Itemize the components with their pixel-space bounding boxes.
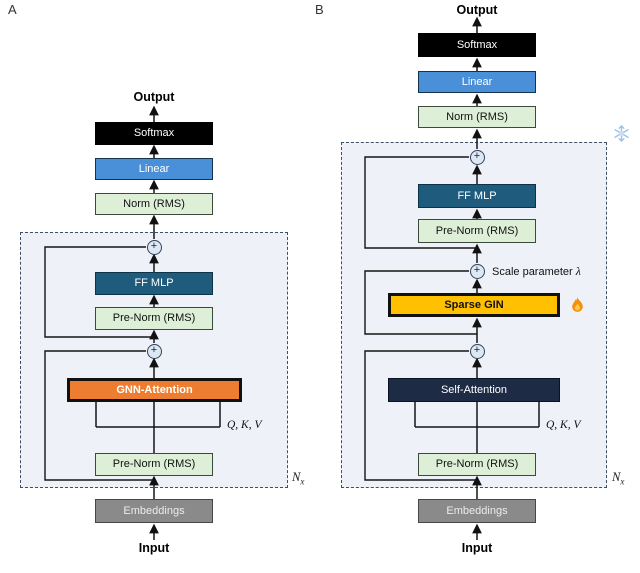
panel-a-add-ffmlp: + (146, 239, 162, 255)
panel-b-input-label: Input (461, 541, 493, 555)
panel-b-scale-parameter-label: Scale parameter λ (492, 264, 581, 279)
panel-b-norm-block: Norm (RMS) (418, 106, 536, 128)
sparse-gin-label: Sparse GIN (444, 298, 504, 311)
panel-b-prenorm-bottom-block: Pre-Norm (RMS) (418, 453, 536, 476)
prenorm-label: Pre-Norm (RMS) (112, 312, 196, 324)
panel-b-label: B (315, 2, 324, 17)
panel-a-gnn-attention-block: GNN-Attention (67, 378, 242, 402)
linear-label: Linear (461, 75, 493, 88)
panel-b-add-scale: + (469, 263, 485, 279)
panel-b-self-attention-block: Self-Attention (388, 378, 560, 402)
prenorm-label: Pre-Norm (RMS) (112, 458, 196, 470)
residual-skip-attention (44, 350, 154, 481)
panel-a-flow-lines (95, 105, 221, 540)
residual-skip-ffmlp (44, 246, 154, 338)
panel-a-linear-block: Linear (95, 158, 213, 180)
panel-b-embeddings-block: Embeddings (418, 499, 536, 523)
panel-b-softmax-block: Softmax (418, 33, 536, 57)
residual-skip-ffmlp (364, 156, 477, 249)
panel-a-input-label: Input (138, 541, 170, 555)
ffmlp-label: FF MLP (457, 189, 497, 202)
plus-icon: + (473, 344, 481, 356)
repeat-sub: x (620, 476, 625, 487)
panel-a-add-attention: + (146, 343, 162, 359)
norm-label: Norm (RMS) (123, 197, 185, 210)
panel-a-prenorm-bottom-block: Pre-Norm (RMS) (95, 453, 213, 476)
plus-icon: + (473, 264, 481, 276)
fire-icon (572, 297, 583, 312)
panel-a-repeat-count: Nx (292, 470, 304, 487)
panel-a-ffmlp-block: FF MLP (95, 272, 213, 295)
panel-a-label: A (8, 2, 17, 17)
panel-b-linear-block: Linear (418, 71, 536, 93)
plus-icon: + (150, 240, 158, 252)
plus-icon: + (473, 150, 481, 162)
panel-a-qkv-label: Q, K, V (227, 419, 262, 431)
embeddings-label: Embeddings (123, 504, 185, 517)
panel-a-embeddings-block: Embeddings (95, 499, 213, 523)
self-attention-label: Self-Attention (440, 383, 508, 396)
panel-a-output-label: Output (133, 90, 175, 104)
ffmlp-label: FF MLP (134, 277, 174, 289)
panel-b-sparse-gin-block: Sparse GIN (388, 293, 560, 317)
embeddings-label: Embeddings (446, 504, 508, 517)
prenorm-label: Pre-Norm (RMS) (435, 224, 519, 237)
panel-b-repeat-count: Nx (612, 470, 624, 487)
softmax-label: Softmax (456, 38, 498, 51)
panel-b-output-label: Output (456, 3, 498, 17)
residual-skip-attention (364, 350, 477, 481)
panel-b-prenorm-top-block: Pre-Norm (RMS) (418, 219, 536, 243)
repeat-n: N (292, 470, 301, 484)
panel-a-prenorm-top-block: Pre-Norm (RMS) (95, 307, 213, 330)
softmax-label: Softmax (133, 127, 175, 139)
panel-b-flow-lines (414, 16, 540, 540)
gnn-attention-label: GNN-Attention (116, 383, 193, 396)
panel-b-ffmlp-block: FF MLP (418, 184, 536, 208)
repeat-n: N (612, 470, 621, 484)
panel-b-add-attention: + (469, 343, 485, 359)
norm-label: Norm (RMS) (446, 110, 508, 123)
panel-b-add-ffmlp: + (469, 149, 485, 165)
panel-a-residual-lines (44, 246, 154, 481)
lambda-symbol: λ (575, 264, 581, 278)
residual-skip-sparse-gin (364, 270, 477, 335)
scale-text: Scale parameter (492, 266, 573, 278)
panel-a-softmax-block: Softmax (95, 122, 213, 145)
prenorm-label: Pre-Norm (RMS) (435, 458, 519, 470)
repeat-sub: x (300, 476, 305, 487)
panel-b-qkv-label: Q, K, V (546, 419, 581, 431)
linear-label: Linear (138, 162, 170, 175)
snowflake-icon (614, 125, 629, 142)
panel-b-residual-lines (364, 156, 477, 481)
plus-icon: + (150, 344, 158, 356)
panel-a-norm-block: Norm (RMS) (95, 193, 213, 215)
